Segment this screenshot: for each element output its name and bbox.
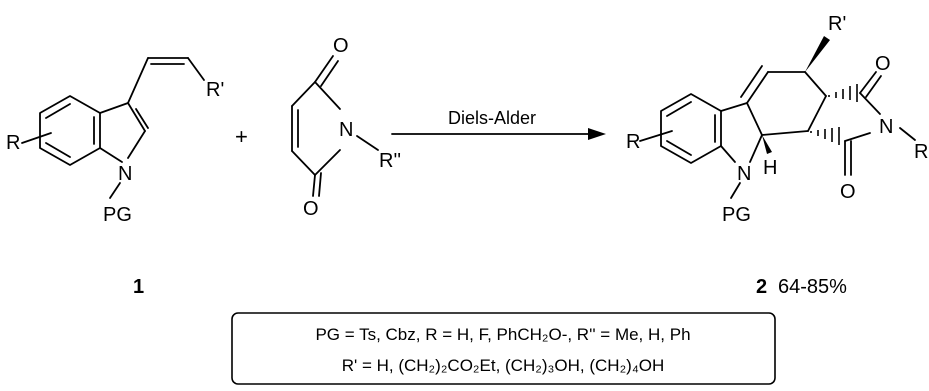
compound-1-structure [21, 57, 205, 199]
compound-2-Rprime-label: R' [828, 13, 846, 35]
plus-sign: + [235, 124, 248, 149]
reaction-arrow [391, 128, 606, 140]
compound-2-N-label: N [737, 163, 751, 185]
compound-1-N-label: N [118, 163, 132, 185]
compound-2-N-imide-label: N [879, 116, 893, 138]
maleimide-structure [291, 55, 379, 197]
compound-2-H-label: H [763, 157, 777, 179]
maleimide-O-top-label: O [333, 35, 349, 57]
compound-2-PG-label: PG [722, 204, 751, 226]
compound-2-R-imide-label: R [914, 141, 928, 163]
compound-2-yield: 64-85% [778, 276, 847, 298]
compound-2-O-bottom-label: O [840, 181, 856, 203]
compound-1-number: 1 [133, 276, 144, 298]
compound-2-number: 2 [756, 276, 767, 298]
substituent-legend-box [231, 312, 776, 385]
compound-2-R-label: R [626, 131, 640, 153]
compound-1-Rprime-label: R' [206, 79, 224, 101]
legend-line-1: PG = Ts, Cbz, R = H, F, PhCH₂O-, R'' = M… [315, 325, 690, 344]
compound-2-O-top-label: O [875, 53, 891, 75]
legend-line-2: R' = H, (CH₂)₂CO₂Et, (CH₂)₃OH, (CH₂)₄OH [342, 356, 665, 375]
compound-1-R-label: R [6, 132, 20, 154]
arrow-label: Diels-Alder [448, 108, 536, 128]
compound-2-structure [639, 36, 916, 199]
compound-1-PG-label: PG [103, 204, 132, 226]
maleimide-O-bottom-label: O [303, 198, 319, 220]
maleimide-Rdoubleprime-label: R'' [379, 150, 401, 172]
maleimide-N-label: N [339, 119, 353, 141]
